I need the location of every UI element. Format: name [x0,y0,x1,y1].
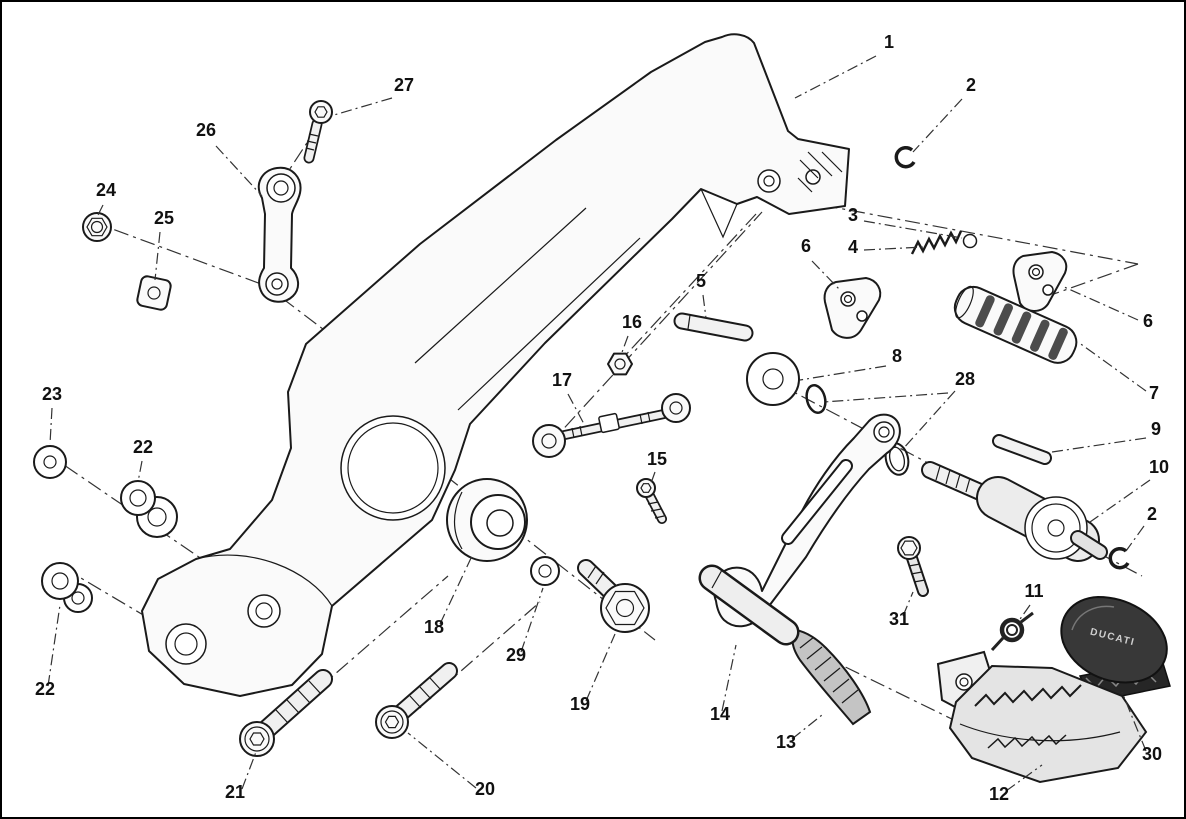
part-label-26: 26 [196,120,216,140]
part-22-bushing-lower [41,562,93,613]
part-label-15: 15 [647,449,667,469]
part-15-small-bolt [636,478,667,524]
part-8-washer [746,352,800,406]
part-label-10: 10 [1149,457,1169,477]
part-19-flanged-bolt [577,559,650,633]
part-29-washer [530,556,560,586]
part-label-20: 20 [475,779,495,799]
part-1-main-bracket [141,33,850,697]
part-label-24: 24 [96,180,116,200]
part-18-roller-bushing [446,478,528,562]
part-22-bushing-upper [120,480,178,538]
part-label-22-upper: 22 [133,437,153,457]
part-label-27: 27 [394,75,414,95]
part-label-8: 8 [892,346,902,366]
part-10-peg-holder-pivot [921,461,1108,562]
leader-lines [47,55,1151,792]
part-23-washer [33,445,67,479]
part-label-9: 9 [1151,419,1161,439]
part-16-nut [607,352,633,376]
part-label-30: 30 [1142,744,1162,764]
part-17-linkage-rod [532,393,691,458]
part-label-3: 3 [848,205,858,225]
part-label-18: 18 [424,617,444,637]
part-label-7: 7 [1149,383,1159,403]
part-label-14: 14 [710,704,730,724]
part-label-22-lower: 22 [35,679,55,699]
part-label-25: 25 [154,208,174,228]
part-label-23: 23 [42,384,62,404]
part-label-21: 21 [225,782,245,802]
part-6-plate-right [1012,251,1068,312]
part-31-bolt [897,536,929,597]
part-label-2-top: 2 [966,75,976,95]
part-label-19: 19 [570,694,590,714]
part-26-rocker-link [257,166,302,303]
part-label-4: 4 [848,237,858,257]
part-label-11: 11 [1024,581,1043,601]
part-25-square-nut [136,275,172,311]
part-11-spring-clip [990,611,1034,652]
part-2-circlip-lower [1108,546,1130,570]
part-9-pin [992,434,1052,465]
part-13-rubber-bellows [791,628,872,726]
part-label-6-left: 6 [801,236,811,256]
part-5-pin [673,312,754,342]
part-label-29: 29 [506,645,526,665]
part-27-bolt [303,100,333,164]
part-number-labels: 1 2 27 26 24 25 3 4 6 6 5 16 7 8 17 28 9… [35,32,1169,804]
part-6-plate-left [823,277,882,339]
part-3-ball [962,233,978,249]
part-label-5: 5 [696,271,706,291]
part-label-1: 1 [884,32,894,52]
part-21-socket-bolt [239,669,333,757]
part-4-spring [910,230,963,255]
part-7-front-footpeg [953,285,1078,364]
part-label-6-right: 6 [1143,311,1153,331]
part-label-17: 17 [552,370,572,390]
part-12-rear-footpeg [936,650,1148,784]
part-label-28: 28 [955,369,975,389]
part-label-12: 12 [989,784,1009,804]
part-label-13: 13 [776,732,796,752]
part-label-31: 31 [889,609,909,629]
part-24-flanged-nut [82,212,112,242]
part-14-lever-shaft [698,564,800,646]
part-2-circlip-top [894,145,916,169]
part-label-2-lower: 2 [1147,504,1157,524]
part-20-socket-bolt [375,662,458,739]
part-label-16: 16 [622,312,642,332]
